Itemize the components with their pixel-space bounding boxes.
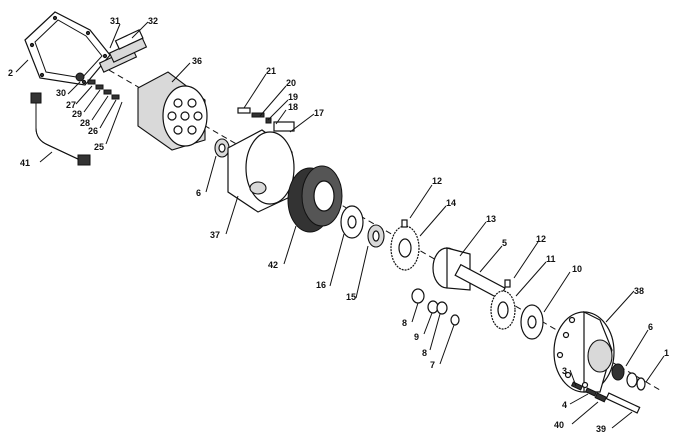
part-seals-right [611, 363, 646, 391]
part-washer [340, 205, 364, 239]
callout-42: 42 [268, 260, 278, 270]
callout-6-right: 6 [648, 322, 653, 332]
callout-21: 21 [266, 66, 276, 76]
part-small-fittings [75, 72, 120, 100]
callout-32: 32 [148, 16, 158, 26]
part-thrust-bearing-11 [490, 279, 516, 330]
callout-12-a: 12 [432, 176, 442, 186]
callout-20: 20 [286, 78, 296, 88]
part-cylinder [227, 129, 295, 213]
callout-13: 13 [486, 214, 496, 224]
callout-38: 38 [634, 286, 644, 296]
part-retaining-rings [411, 288, 460, 326]
callout-39: 39 [596, 424, 606, 434]
callout-7: 7 [430, 360, 435, 370]
callout-8-b: 8 [422, 348, 427, 358]
callout-19: 19 [288, 92, 298, 102]
callout-3: 3 [562, 366, 567, 376]
callout-5: 5 [502, 238, 507, 248]
part-shaft [432, 247, 506, 300]
callout-4: 4 [562, 400, 567, 410]
part-thrust-bearing [390, 219, 420, 271]
callout-14: 14 [446, 198, 456, 208]
leader-lines [15, 21, 665, 429]
callout-40: 40 [554, 420, 564, 430]
part-washer-10 [520, 304, 544, 340]
callout-17: 17 [314, 108, 324, 118]
callout-36: 36 [192, 56, 202, 66]
part-main-housing [137, 71, 208, 151]
callout-6-left: 6 [196, 188, 201, 198]
part-hose [30, 92, 91, 166]
part-gasket-plate [24, 11, 111, 86]
callout-25: 25 [94, 142, 104, 152]
part-rotor [287, 165, 343, 233]
callout-37: 37 [210, 230, 220, 240]
callout-41: 41 [20, 158, 30, 168]
part-bearing-15 [367, 224, 385, 248]
part-relief-bolts [237, 107, 295, 132]
callout-30: 30 [56, 88, 66, 98]
part-valve-assembly [98, 29, 148, 73]
callout-9: 9 [414, 332, 419, 342]
part-bearing-left [214, 138, 230, 158]
callout-27: 27 [66, 100, 76, 110]
callout-labels: 1 2 3 4 5 6 6 7 8 8 9 10 11 12 12 13 14 … [8, 16, 669, 434]
callout-10: 10 [572, 264, 582, 274]
callout-2: 2 [8, 68, 13, 78]
callout-31: 31 [110, 16, 120, 26]
callout-26: 26 [88, 126, 98, 136]
callout-18: 18 [288, 102, 298, 112]
callout-16: 16 [316, 280, 326, 290]
part-bolts-bottom [570, 381, 641, 414]
part-end-cap [553, 311, 615, 393]
callout-12-b: 12 [536, 234, 546, 244]
callout-15: 15 [346, 292, 356, 302]
callout-29: 29 [72, 109, 82, 119]
callout-8-a: 8 [402, 318, 407, 328]
callout-11: 11 [546, 254, 556, 264]
callout-1: 1 [664, 348, 669, 358]
callout-28: 28 [80, 118, 90, 128]
